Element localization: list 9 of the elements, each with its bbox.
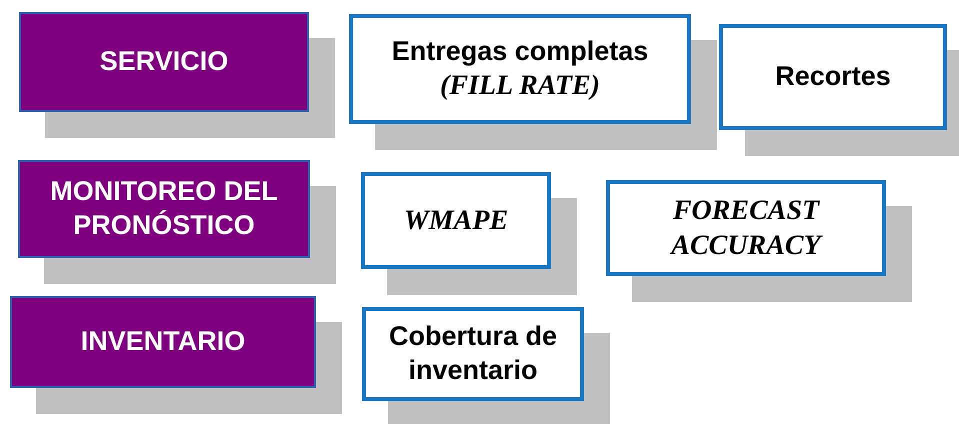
box-label: Recortes: [775, 60, 891, 94]
box-label: FORECAST ACCURACY: [668, 194, 824, 263]
box-label: Entregas completas: [392, 34, 648, 68]
box-label: WMAPE: [404, 204, 508, 238]
box-label: MONITOREO DEL PRONÓSTICO: [49, 175, 279, 242]
box-label: Cobertura de inventario: [388, 320, 558, 387]
box-label: SERVICIO: [100, 45, 228, 78]
box-label: INVENTARIO: [80, 325, 246, 358]
box-label: (FILL RATE): [440, 69, 600, 104]
